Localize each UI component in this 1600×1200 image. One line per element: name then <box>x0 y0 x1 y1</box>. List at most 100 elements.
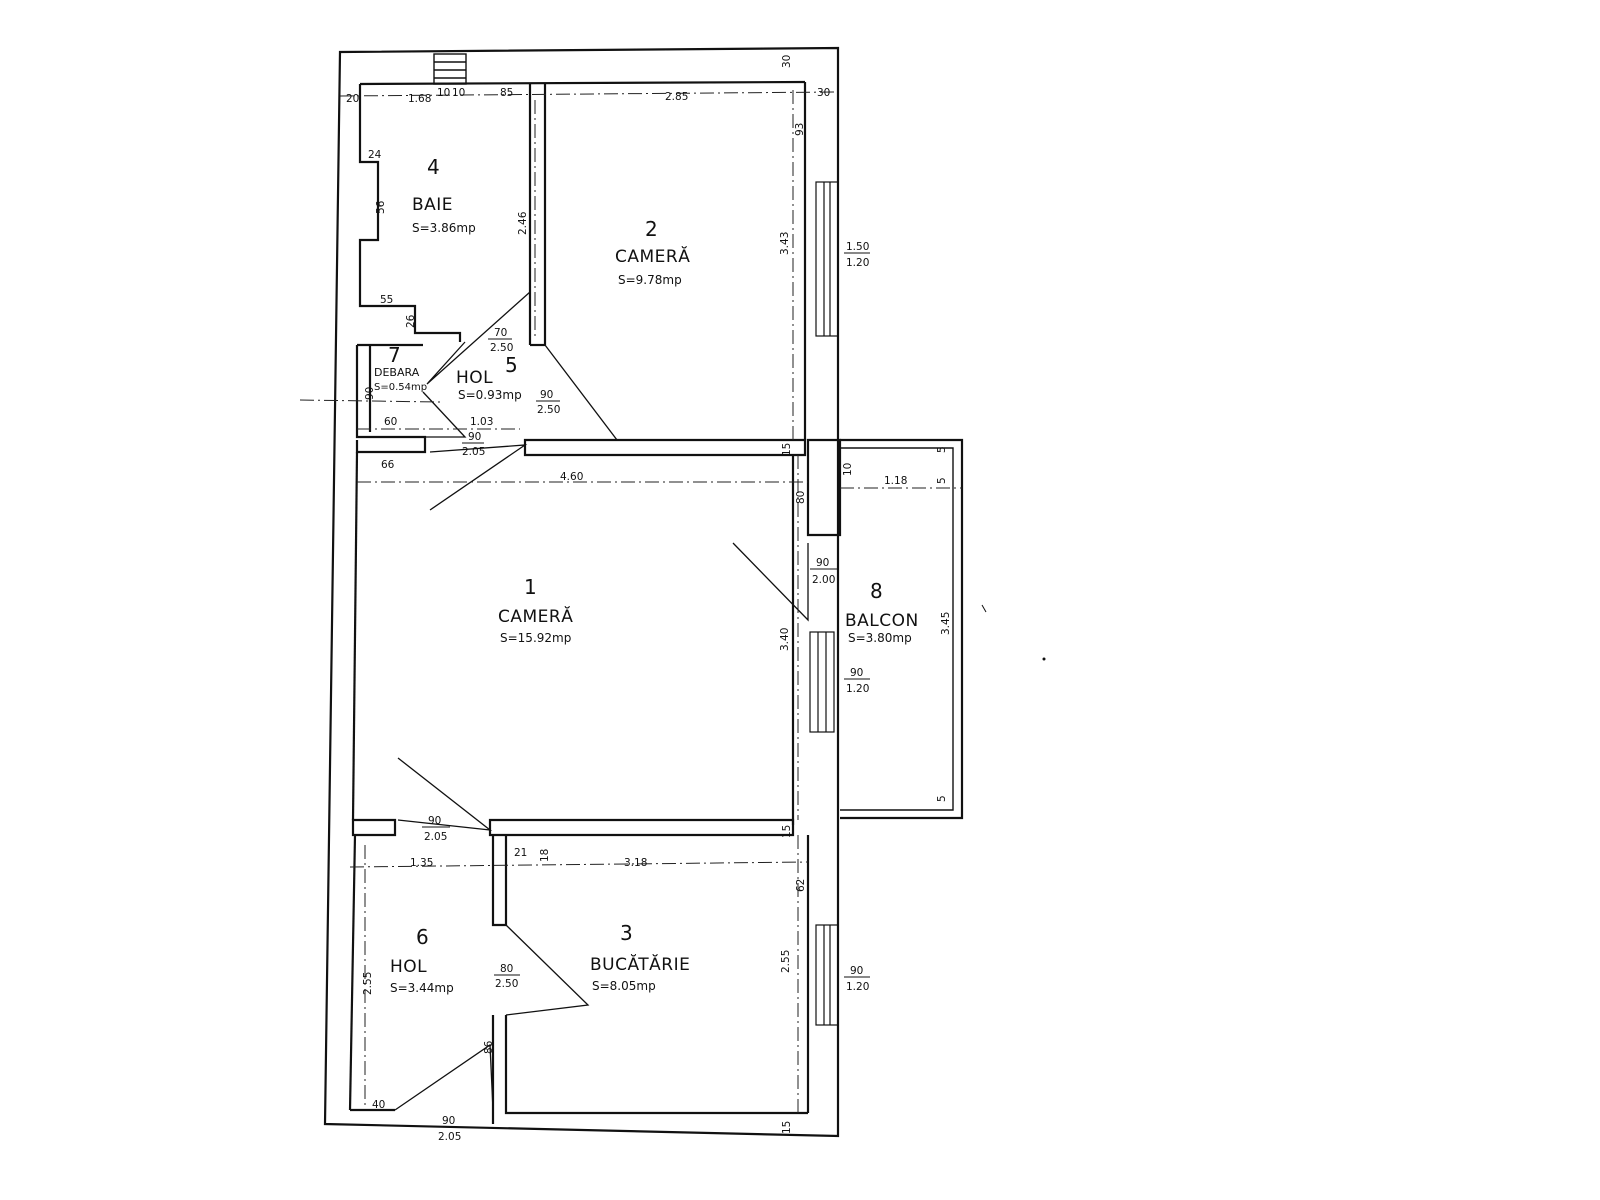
dim-label: 90 <box>364 387 376 400</box>
stray-dot <box>1042 657 1046 661</box>
dim-label: 56 <box>375 200 387 214</box>
dim-label: 15 <box>781 1121 793 1134</box>
room-name-bucatarie: BUCĂTĂRIE <box>590 953 690 975</box>
room-area-baie: S=3.86mp <box>412 221 476 235</box>
dim-label: 90 <box>468 431 481 443</box>
dim-label: 3.40 <box>779 628 791 651</box>
room-area-hol5: S=0.93mp <box>458 388 522 402</box>
dim-label: 1.35 <box>410 857 433 869</box>
room-number-2: 2 <box>645 217 658 241</box>
dim-label: 3.45 <box>940 612 952 635</box>
dim-label: 90 <box>428 815 441 827</box>
dim-line-top <box>339 91 839 97</box>
dim-label: 1.50 <box>846 241 869 253</box>
dim-label: 10 <box>452 87 465 99</box>
debara-walls <box>355 343 427 454</box>
dim-label: 15 <box>781 443 793 456</box>
room-number-3: 3 <box>620 921 633 945</box>
door-buc <box>505 924 590 1016</box>
room-area-balcon: S=3.80mp <box>848 631 912 645</box>
dim-label: 1.20 <box>846 683 869 695</box>
bathroom-left-wall <box>358 84 462 342</box>
dim-label: 2.85 <box>665 91 688 103</box>
dim-label: 2.50 <box>537 404 560 416</box>
inner-walls <box>348 80 842 1124</box>
room-name-hol6: HOL <box>390 957 427 977</box>
room-number-8: 8 <box>870 579 883 603</box>
dim-label: 24 <box>368 149 382 161</box>
room-number-4: 4 <box>427 155 440 179</box>
partition-hol6-buc <box>491 835 508 927</box>
dim-label: 30 <box>781 55 793 68</box>
room-name-camera2: CAMERĂ <box>615 245 690 267</box>
room-name-balcon: BALCON <box>845 611 919 631</box>
room-area-debara: S=0.54mp <box>374 382 427 393</box>
dim-label: 1.20 <box>846 981 869 993</box>
balcony-inner <box>840 447 954 811</box>
room-name-baie: BAIE <box>412 195 453 215</box>
outer-wall-outline <box>323 46 840 1138</box>
room-area-camera1: S=15.92mp <box>500 631 571 645</box>
balcony <box>840 438 964 820</box>
room-area-hol6: S=3.44mp <box>390 981 454 995</box>
room-labels: 4 BAIE S=3.86mp 2 CAMERĂ S=9.78mp 7 DEBA… <box>374 155 919 995</box>
dimension-labels: 20 1.68 10 10 85 2.85 30 30 24 56 55 26 … <box>346 55 952 1143</box>
dim-label: 5 <box>936 446 948 453</box>
dim-label: 62 <box>795 879 807 892</box>
window-cam1 <box>809 631 835 733</box>
door-baie <box>426 291 531 385</box>
dim-label: 2.05 <box>424 831 447 843</box>
room-area-bucatarie: S=8.05mp <box>592 979 656 993</box>
dim-label: 66 <box>381 459 395 471</box>
dim-label: 10 <box>437 87 450 99</box>
hol6-left-wall <box>348 834 357 1111</box>
dim-label: 55 <box>380 294 393 306</box>
room-number-5: 5 <box>505 353 518 377</box>
dim-label: 2.50 <box>495 978 518 990</box>
dim-label: 90 <box>816 557 829 569</box>
dim-label: 90 <box>540 389 553 401</box>
dim-label: 1.20 <box>846 257 869 269</box>
door-hol5-cam1 <box>429 444 528 511</box>
dim-label: 90 <box>442 1115 455 1127</box>
dim-label: 3.18 <box>624 857 647 869</box>
dim-label: 90 <box>850 667 863 679</box>
dim-label: 80 <box>500 963 513 975</box>
dim-label: 5 <box>936 477 948 484</box>
dim-label: 1.03 <box>470 416 493 428</box>
door-cam2 <box>544 344 619 441</box>
door-balcon <box>732 542 809 622</box>
dim-label: 2.05 <box>462 446 485 458</box>
dim-label: 10 <box>842 463 854 476</box>
cam1-left-wall <box>351 451 359 821</box>
dim-label: 2.50 <box>490 342 513 354</box>
dim-label: 93 <box>794 123 806 136</box>
dim-label: 3.43 <box>779 232 791 255</box>
dim-label: 70 <box>494 327 507 339</box>
dim-label: 85 <box>500 87 513 99</box>
dim-label: 2.00 <box>812 574 835 586</box>
dim-label: 2.55 <box>362 972 374 995</box>
dim-label: 30 <box>817 87 830 99</box>
doors <box>394 291 809 1111</box>
dim-label: 1.68 <box>408 93 431 105</box>
dim-label: 60 <box>384 416 397 428</box>
room-name-camera1: CAMERĂ <box>498 605 573 627</box>
room-name-hol5: HOL <box>456 368 493 388</box>
room-number-6: 6 <box>416 925 429 949</box>
window-buc <box>815 924 839 1026</box>
windows <box>809 181 839 1026</box>
balcony-outline <box>840 438 964 820</box>
stray-mark <box>981 604 987 613</box>
vent-block <box>433 53 467 85</box>
dim-label: 20 <box>346 93 359 105</box>
dim-label: 15 <box>781 825 793 838</box>
room-number-7: 7 <box>388 343 401 367</box>
door-entrance <box>394 1043 494 1111</box>
dim-label: 2.46 <box>517 211 529 235</box>
door-cam1-hol6 <box>397 757 493 831</box>
dim-label: 86 <box>483 1040 495 1054</box>
dim-label: 18 <box>539 849 551 862</box>
room-number-1: 1 <box>524 575 537 599</box>
dim-label: 1.18 <box>884 475 907 487</box>
